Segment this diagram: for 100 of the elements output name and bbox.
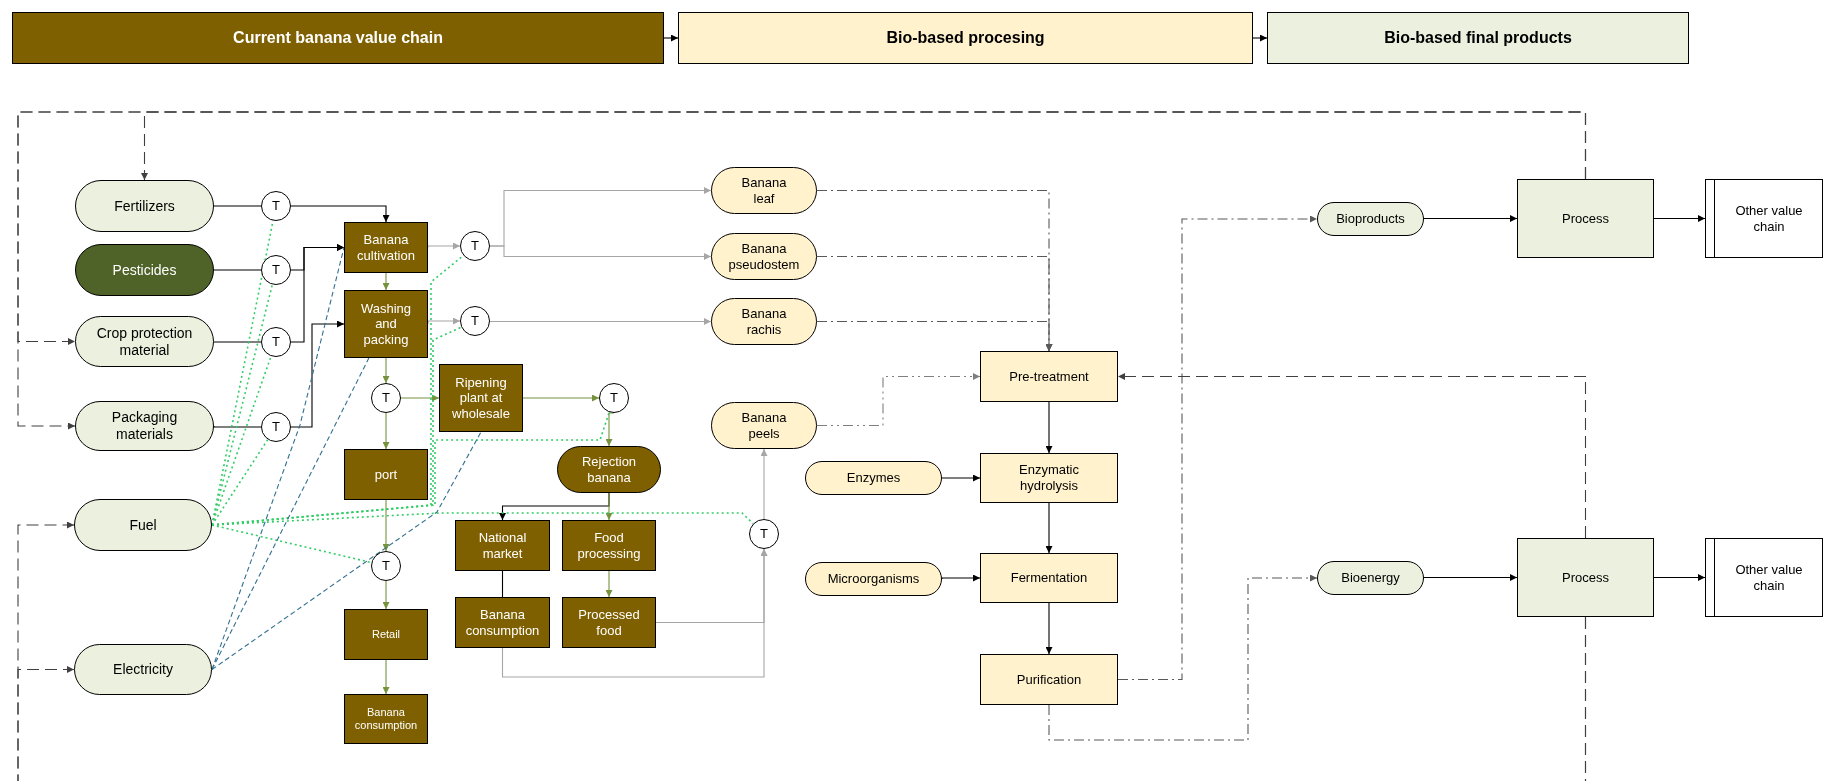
junction-circle — [460, 231, 490, 261]
connector-line — [211, 357, 370, 671]
process-box — [980, 351, 1118, 402]
terminal-shape — [1317, 202, 1424, 236]
box-label: Ripening plant at wholesale — [451, 374, 511, 422]
arrow — [427, 242, 461, 250]
terminal-shape — [75, 316, 214, 367]
process-box — [439, 364, 523, 432]
box-label: Bioproducts — [1336, 211, 1405, 227]
terminal-shape — [805, 562, 942, 596]
connector-line — [501, 570, 504, 598]
box-label: Process — [1562, 569, 1609, 586]
terminal-shape — [75, 180, 214, 232]
box-label: Other value chain — [1734, 561, 1804, 594]
box-label: Banana pseudostem — [727, 240, 801, 273]
arrow — [1117, 373, 1587, 539]
arrow — [382, 580, 390, 610]
arrow — [382, 659, 390, 695]
connector-line — [213, 340, 262, 343]
process-box — [344, 222, 428, 273]
box-label: Process — [1562, 210, 1609, 227]
junction-label: T — [272, 334, 280, 350]
process-box — [980, 553, 1118, 603]
arrow — [382, 272, 390, 291]
box-label: Enzymatic hydrolysis — [1018, 462, 1080, 494]
terminal-shape — [711, 298, 817, 345]
junction-label: T — [272, 262, 280, 278]
arrow — [760, 448, 768, 520]
arrow — [1653, 574, 1706, 581]
process-box — [980, 453, 1118, 503]
process-box — [344, 290, 428, 358]
arrow — [605, 492, 613, 521]
arrow — [816, 373, 981, 427]
connector-line — [213, 425, 262, 428]
box-label: Banana cultivation — [356, 231, 416, 264]
box-label: Processed food — [577, 606, 641, 639]
junction-circle — [599, 383, 629, 413]
box-label: Pesticides — [112, 261, 177, 279]
arrow — [1423, 574, 1518, 581]
stage-title: Current banana value chain — [233, 28, 443, 48]
junction-label: T — [272, 198, 280, 214]
junction-circle — [261, 191, 291, 221]
arrow — [290, 320, 345, 428]
junction-label: T — [382, 390, 390, 406]
arrow — [655, 548, 768, 624]
junction-label: T — [272, 419, 280, 435]
arrow — [816, 320, 1053, 352]
arrow — [1045, 602, 1053, 655]
box-label: Crop protection material — [95, 324, 194, 359]
terminal-shape — [711, 167, 817, 214]
arrow — [941, 474, 981, 482]
connector-line — [211, 524, 373, 564]
arrow — [1117, 215, 1318, 681]
connector-line — [213, 205, 262, 207]
arrow — [17, 111, 1587, 430]
arrow — [1653, 215, 1706, 222]
arrow — [1045, 502, 1053, 554]
terminal-shape — [74, 644, 212, 695]
arrow — [663, 34, 679, 42]
box-label: Banana consumption — [353, 705, 419, 733]
box-label: Banana leaf — [740, 174, 788, 207]
arrow — [1252, 34, 1268, 42]
arrow — [290, 205, 390, 223]
process-box — [562, 520, 656, 571]
box-label: Enzymes — [846, 470, 901, 486]
process-box — [344, 609, 428, 660]
arrow — [400, 394, 440, 402]
stage-title: Bio-based final products — [1384, 28, 1572, 48]
box-label: Other value chain — [1734, 202, 1804, 235]
junction-label: T — [471, 313, 479, 329]
box-label: National market — [477, 529, 528, 562]
box-label: Retail — [371, 627, 401, 642]
arrow — [489, 245, 712, 260]
junction-label: T — [760, 526, 768, 542]
junction-label: T — [610, 390, 618, 406]
stage-title: Bio-based procesing — [886, 28, 1045, 48]
box-label: Microorganisms — [827, 571, 920, 587]
box-label: Purification — [1016, 671, 1082, 688]
predefined-process-box — [1705, 179, 1823, 258]
arrow — [1048, 574, 1318, 741]
box-label: Pre-treatment — [1009, 368, 1089, 385]
box-label: Washing and packing — [359, 300, 413, 348]
terminal-shape — [1317, 561, 1424, 595]
junction-circle — [261, 327, 291, 357]
box-label: Bioenergy — [1341, 570, 1400, 586]
arrow — [427, 317, 461, 325]
box-label: Fermentation — [1010, 570, 1088, 586]
process-box — [344, 694, 428, 744]
junction-circle — [371, 551, 401, 581]
stage-header — [1267, 12, 1689, 64]
arrow — [941, 574, 981, 582]
terminal-shape — [75, 401, 214, 451]
arrow — [382, 499, 390, 552]
arrow — [382, 412, 390, 450]
box-label: Electricity — [113, 661, 173, 678]
box-label: Fertilizers — [114, 197, 175, 215]
connector-line — [211, 431, 482, 671]
arrow — [605, 570, 613, 598]
junction-label: T — [471, 238, 479, 254]
arrow — [382, 357, 390, 384]
